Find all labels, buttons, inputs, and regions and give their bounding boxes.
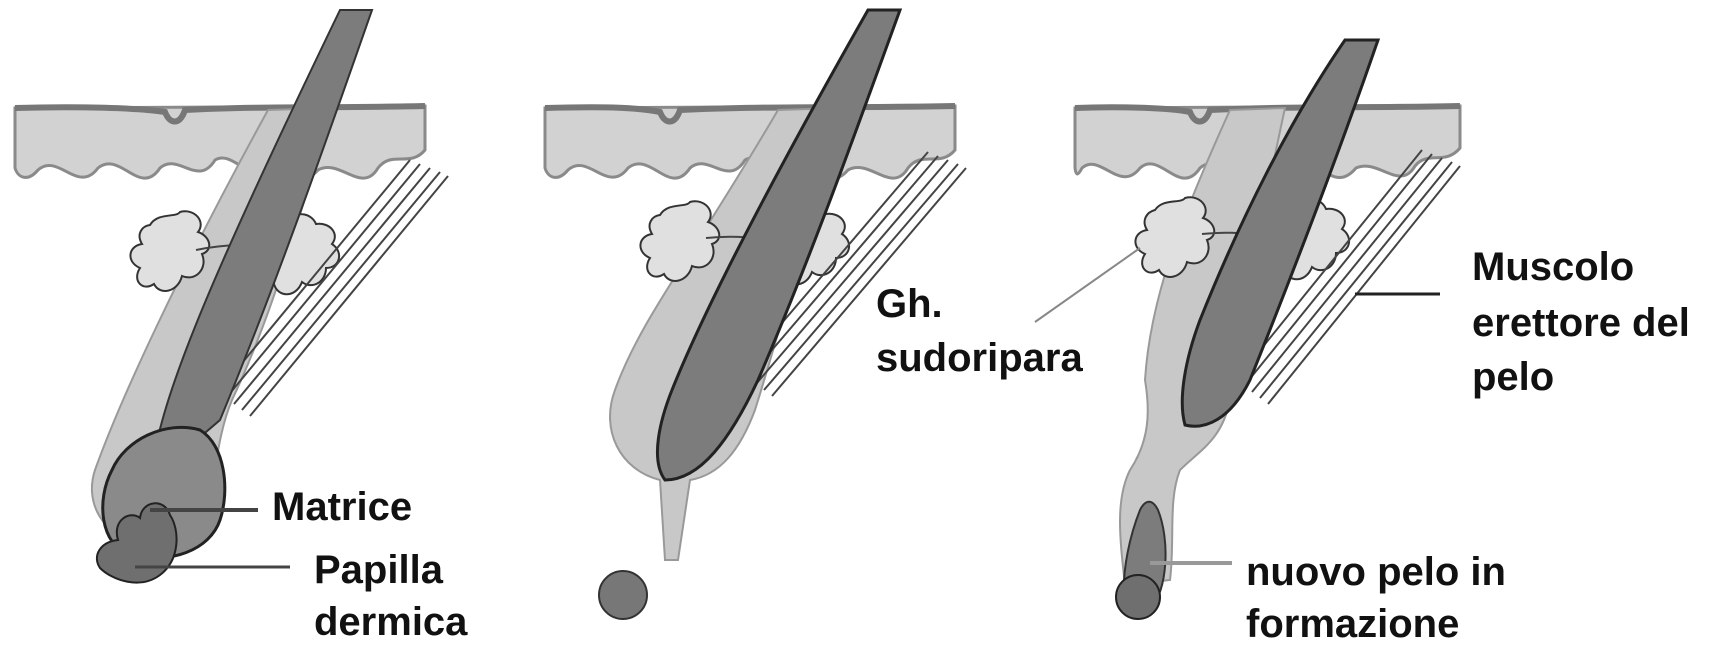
label-muscolo-line1: Muscolo: [1472, 245, 1634, 289]
new-dermal-papilla: [1116, 575, 1160, 619]
leader-line-gh-sudoripara: [1035, 248, 1140, 322]
label-nuovo-line2: formazione: [1246, 602, 1459, 646]
epidermis-layer: [15, 106, 425, 179]
detached-papilla: [599, 571, 647, 619]
label-papilla-line1: Papilla: [314, 548, 443, 592]
label-matrice: Matrice: [272, 485, 412, 529]
label-muscolo-line2: erettore del: [1472, 301, 1690, 345]
label-gh-line1: Gh.: [876, 282, 943, 326]
label-gh-line2: sudoripara: [876, 336, 1083, 380]
label-papilla-line2: dermica: [314, 600, 467, 644]
panel-new-hair: [1035, 40, 1460, 619]
label-nuovo-line1: nuovo pelo in: [1246, 550, 1506, 594]
label-muscolo-line3: pelo: [1472, 355, 1554, 399]
